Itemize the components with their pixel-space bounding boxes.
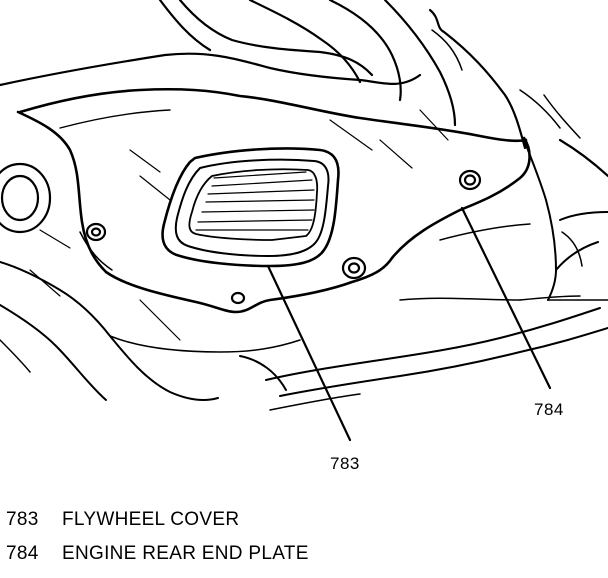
engine-block-outline: [0, 0, 608, 178]
engine-rear-end-plate-illustration: [0, 0, 608, 442]
flywheel-cover: [161, 147, 340, 268]
end-plate-outline: [16, 87, 531, 314]
lower-block-outline: [0, 261, 608, 411]
callout-label-783: 783: [330, 454, 360, 473]
hatch-strokes: [29, 109, 449, 341]
legend-label: ENGINE REAR END PLATE: [62, 543, 309, 564]
left-boss: [0, 162, 52, 234]
bolt-holes: [85, 169, 482, 305]
legend-number: 783: [6, 509, 39, 530]
legend-number: 784: [6, 543, 39, 564]
leader-line-783: [266, 264, 352, 442]
parts-legend: 783 FLYWHEEL COVER 784 ENGINE REAR END P…: [6, 510, 602, 578]
callout-label-784: 784: [534, 400, 564, 419]
leader-line-784: [460, 206, 552, 390]
legend-row-783: 783 FLYWHEEL COVER: [6, 510, 602, 544]
legend-row-784: 784 ENGINE REAR END PLATE: [6, 544, 602, 578]
legend-label: FLYWHEEL COVER: [62, 509, 240, 530]
right-bracket: [439, 139, 608, 301]
leader-lines: [266, 206, 552, 442]
